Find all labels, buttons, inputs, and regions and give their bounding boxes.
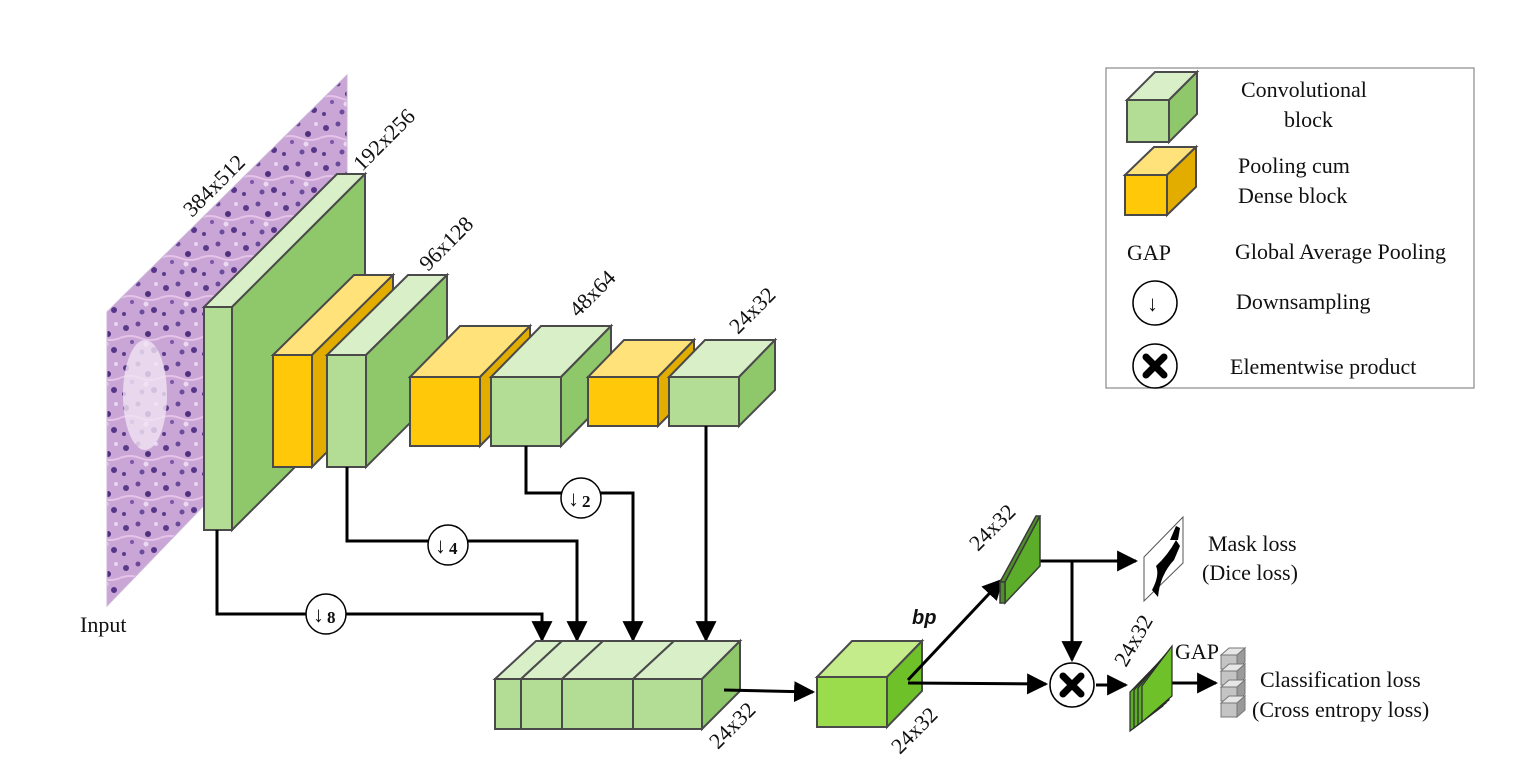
class-loss-line2: (Cross entropy loss): [1252, 697, 1429, 722]
legend-down-text: Downsampling: [1236, 289, 1370, 314]
input-label: Input: [80, 612, 126, 637]
conv-block-2: [324, 272, 450, 470]
legend-gap-abbr: GAP: [1127, 240, 1171, 265]
dim-conv4: 24x32: [724, 282, 781, 339]
mask-loss-line2: (Dice loss): [1202, 560, 1298, 585]
conv-block-4: [666, 337, 778, 429]
downsample-x2: ↓ 2: [560, 477, 602, 519]
tissue-gland: [123, 340, 167, 450]
concat-block: [492, 638, 743, 732]
dim-conv1: 192x256: [348, 103, 420, 175]
legend-conv-line2: block: [1284, 107, 1333, 132]
dim-mask-branch: 24x32: [964, 499, 1021, 556]
bp-label: bp: [912, 607, 936, 629]
legend-conv-line1: Convolutional: [1241, 77, 1367, 102]
svg-text:8: 8: [327, 608, 336, 627]
legend-downsample-icon: ↓: [1132, 280, 1178, 326]
fused-block: [814, 638, 925, 730]
legend: Convolutional block Pooling cum Dense bl…: [1105, 67, 1475, 389]
branch-arrows: [906, 550, 1219, 696]
legend-pool-line1: Pooling cum: [1238, 153, 1350, 178]
downsample-x4: ↓ 4: [427, 524, 469, 566]
svg-text:4: 4: [449, 539, 458, 558]
legend-product-text: Elementwise product: [1230, 354, 1416, 379]
mask-output-image: [1143, 515, 1184, 603]
downsample-x8: ↓ 8: [305, 593, 347, 635]
legend-gap-text: Global Average Pooling: [1235, 239, 1446, 264]
elementwise-product-icon: [1049, 662, 1095, 708]
dim-product: 24x32: [1109, 610, 1158, 670]
svg-text:2: 2: [582, 492, 591, 511]
conv-block-3: [488, 323, 614, 449]
svg-text:↓: ↓: [1147, 291, 1158, 316]
svg-text:↓: ↓: [568, 486, 579, 511]
mask-loss-line1: Mask loss: [1208, 531, 1297, 556]
gap-output-vector: [1219, 646, 1247, 719]
svg-text:↓: ↓: [435, 533, 446, 558]
mask-feature-map: [998, 515, 1042, 605]
legend-product-icon: [1132, 343, 1178, 389]
product-feature-maps: [1129, 644, 1173, 733]
dim-conv2: 96x128: [414, 211, 478, 275]
legend-pool-cube: [1122, 144, 1199, 218]
legend-conv-cube: [1124, 69, 1200, 145]
arrow-concat-to-fused: [723, 681, 816, 703]
class-loss-line1: Classification loss: [1260, 667, 1421, 692]
gap-label: GAP: [1175, 639, 1219, 664]
dim-conv3: 48x64: [564, 265, 621, 322]
legend-pool-line2: Dense block: [1238, 183, 1347, 208]
svg-text:↓: ↓: [313, 602, 324, 627]
